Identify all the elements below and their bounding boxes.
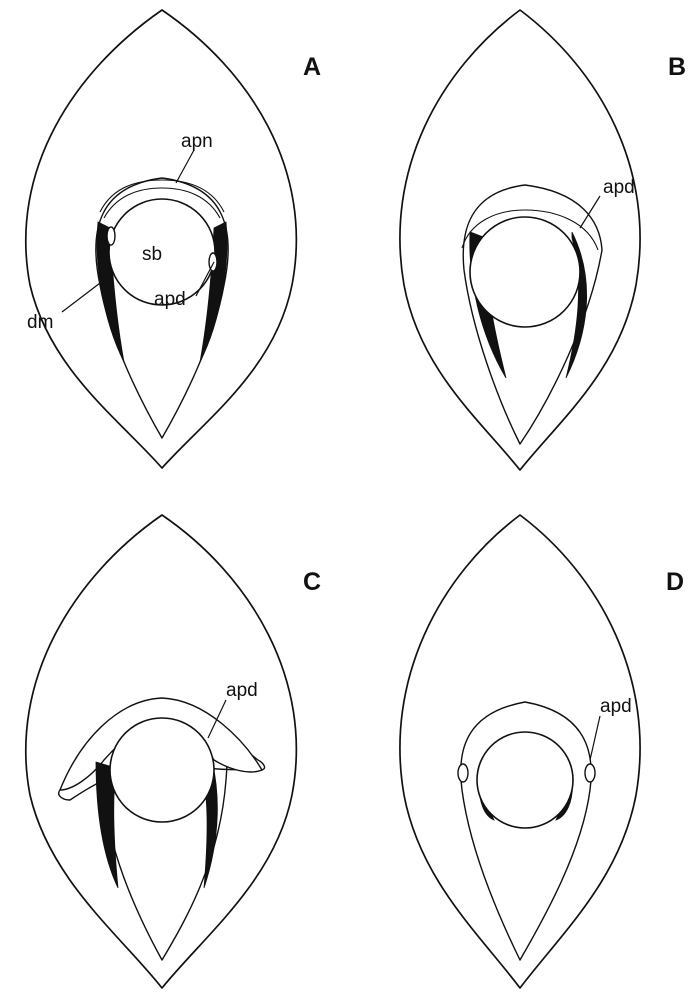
- panel-a: A apn sb dm apd: [26, 10, 321, 468]
- panel-d: D apd: [400, 515, 684, 988]
- label-apd: apd: [154, 289, 186, 310]
- label-sb: sb: [142, 244, 162, 265]
- label-apd: apd: [603, 177, 635, 198]
- panel-b: B apd: [400, 10, 686, 470]
- panel-letter: B: [668, 53, 686, 81]
- apodeme-right: [585, 764, 595, 782]
- panel-letter: D: [666, 568, 684, 596]
- swim-bladder: [110, 718, 214, 822]
- swim-bladder: [470, 217, 580, 327]
- panel-letter: A: [303, 53, 321, 81]
- label-apn: apn: [181, 131, 213, 152]
- label-apd: apd: [226, 680, 258, 701]
- panel-letter: C: [303, 568, 321, 596]
- apodeme-left: [107, 227, 115, 245]
- swim-bladder: [477, 732, 573, 828]
- label-apd: apd: [600, 696, 632, 717]
- label-dm: dm: [27, 312, 53, 333]
- apodeme-left: [458, 764, 468, 782]
- panel-c: C apd: [26, 515, 321, 988]
